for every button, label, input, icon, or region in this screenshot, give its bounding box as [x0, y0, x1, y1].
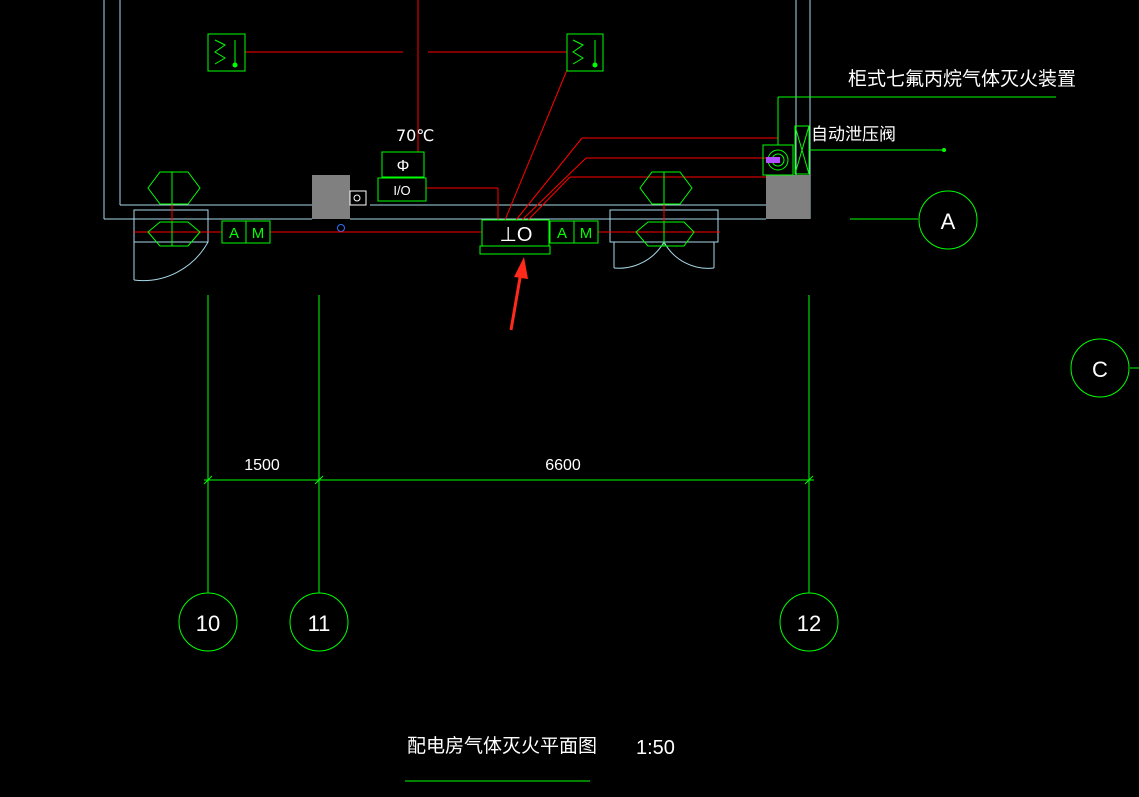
dimension-6600: 6600: [545, 457, 581, 474]
am-right-a: A: [557, 225, 567, 242]
axis-label-11: 11: [308, 611, 331, 636]
am-left-a: A: [229, 225, 239, 242]
axis-label-12: 12: [797, 611, 821, 636]
io-symbol: I/O: [393, 183, 410, 198]
red-wiring: [134, 0, 778, 233]
dimension-1500: 1500: [244, 457, 280, 474]
column-right: [766, 175, 810, 219]
axis-bubble-12: [779, 592, 839, 652]
axis-label-C: C: [1092, 357, 1108, 382]
drawing-scale: 1:50: [636, 737, 675, 759]
detector-left-top: [147, 171, 201, 205]
axis-bubble-10: [178, 592, 238, 652]
temperature-label: 70℃: [396, 126, 434, 145]
valve-label: 自动泄压阀: [811, 125, 896, 145]
axis-bubble-11: [289, 592, 349, 652]
detector-right-top: [639, 171, 693, 205]
phi-symbol: Φ: [397, 158, 410, 175]
walls: [103, 0, 811, 282]
am-right-m: M: [580, 225, 593, 242]
device-label: 柜式七氟丙烷气体灭火装置: [848, 68, 1076, 90]
manual-switch-left: [207, 33, 246, 72]
extinguisher-marker: [766, 157, 780, 163]
manual-switch-right: [566, 33, 604, 72]
bell-symbol: ⊥O: [500, 224, 533, 246]
detector-right-bottom: [635, 221, 695, 247]
column-device-dot: [353, 194, 361, 202]
axis-label-A: A: [941, 209, 956, 234]
axis-bubble-A: [918, 190, 978, 250]
blue-marker: [337, 224, 345, 232]
column-left: [312, 175, 350, 219]
green-symbols: [147, 33, 1139, 782]
am-left-m: M: [252, 225, 265, 242]
axis-label-10: 10: [196, 611, 220, 636]
io-module-box: [377, 177, 427, 202]
temperature-box: [381, 151, 425, 178]
axis-bubble-C: [1070, 338, 1130, 398]
detector-left-bottom: [147, 221, 201, 247]
annotation-arrow: [509, 257, 528, 331]
column-device-box: [349, 190, 367, 206]
drawing-title: 配电房气体灭火平面图: [407, 735, 597, 757]
